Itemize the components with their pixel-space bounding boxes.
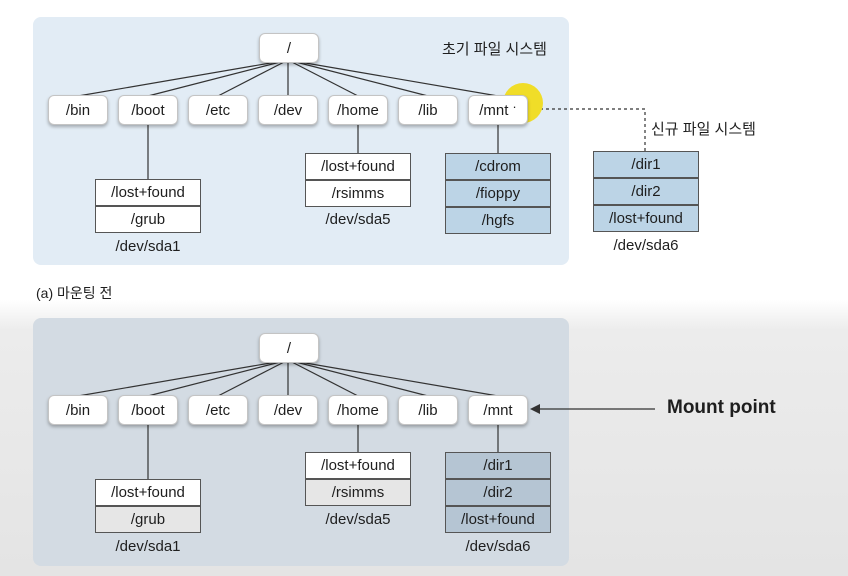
sda6-device-label: /dev/sda6 <box>613 237 679 254</box>
dir-etc: /etc <box>188 95 248 125</box>
mnt-cdrom: /cdrom <box>445 153 551 180</box>
new-fs-title: 신규 파일 시스템 <box>651 121 756 138</box>
sda5-rsimms-after: /rsimms <box>305 479 411 506</box>
sda5-lost-found-after: /lost+found <box>305 452 411 479</box>
new-fs-lost-found: /lost+found <box>593 205 699 232</box>
dir-mnt-label: /mnt <box>479 101 509 119</box>
new-fs-dir2: /dir2 <box>593 178 699 205</box>
dir-etc-after: /etc <box>188 395 248 425</box>
dir-bin-after: /bin <box>48 395 108 425</box>
mounted-dir1: /dir1 <box>445 452 551 479</box>
caption-before-mount: (a) 마운팅 전 <box>36 285 113 301</box>
dir-mnt-after: /mnt <box>468 395 528 425</box>
sda1-lost-found-after: /lost+found <box>95 479 201 506</box>
dir-dev: /dev <box>258 95 318 125</box>
root-node-after: / <box>259 333 319 363</box>
mnt-floppy: /fioppy <box>445 180 551 207</box>
mnt-marker: · <box>512 98 517 114</box>
mount-point-label: Mount point <box>667 397 776 418</box>
dir-boot-after: /boot <box>118 395 178 425</box>
sda1-lost-found: /lost+found <box>95 179 201 206</box>
dir-home: /home <box>328 95 388 125</box>
dir-mnt: /mnt · <box>468 95 528 125</box>
dir-lib: /lib <box>398 95 458 125</box>
sda6-device-label-after: /dev/sda6 <box>465 538 531 555</box>
sda1-grub-after: /grub <box>95 506 201 533</box>
dir-boot: /boot <box>118 95 178 125</box>
mounted-dir2: /dir2 <box>445 479 551 506</box>
sda5-device-label: /dev/sda5 <box>325 211 391 228</box>
sda5-rsimms: /rsimms <box>305 180 411 207</box>
initial-fs-title: 초기 파일 시스템 <box>442 41 547 58</box>
dir-dev-after: /dev <box>258 395 318 425</box>
mounted-lost-found: /lost+found <box>445 506 551 533</box>
dir-bin: /bin <box>48 95 108 125</box>
sda1-device-label-after: /dev/sda1 <box>115 538 181 555</box>
sda1-grub: /grub <box>95 206 201 233</box>
mnt-hgfs: /hgfs <box>445 207 551 234</box>
new-fs-dir1: /dir1 <box>593 151 699 178</box>
root-node: / <box>259 33 319 63</box>
dir-lib-after: /lib <box>398 395 458 425</box>
dir-home-after: /home <box>328 395 388 425</box>
sda1-device-label: /dev/sda1 <box>115 238 181 255</box>
sda5-device-label-after: /dev/sda5 <box>325 511 391 528</box>
sda5-lost-found: /lost+found <box>305 153 411 180</box>
